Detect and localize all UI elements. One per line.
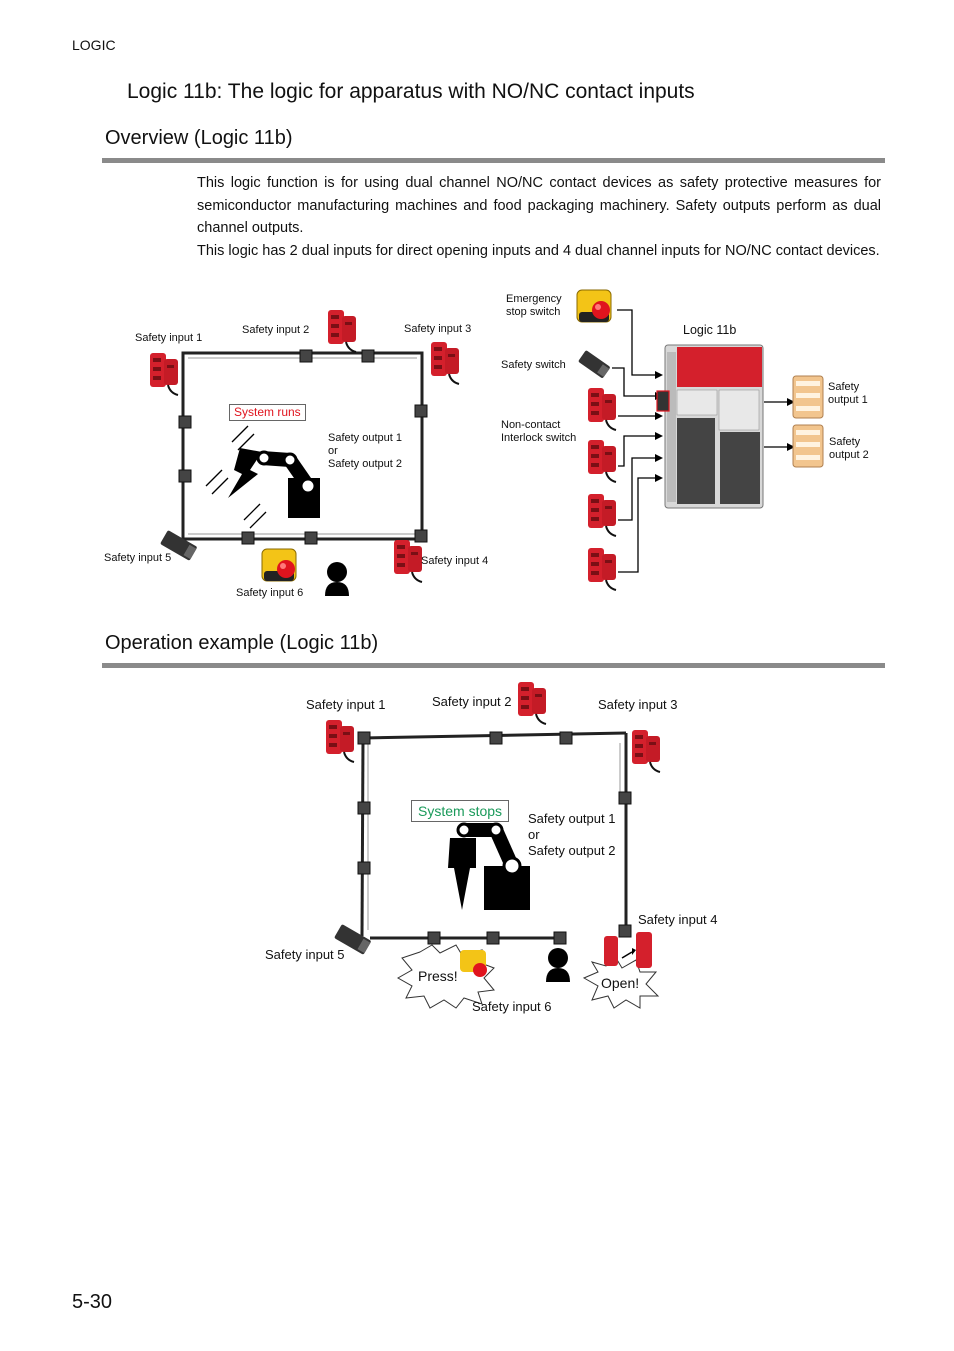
operation-heading: Operation example (Logic 11b) [105,632,379,654]
system-runs-status: System runs [229,404,306,421]
section-header-label: LOGIC [72,37,116,53]
ov-output-or: or [328,445,338,457]
ov-output-block: Safety output 1 or Safety output 2 [328,432,402,471]
op-output-line2: Safety output 2 [528,843,616,858]
page-number: 5-30 [72,1291,113,1313]
ov-out2-label: Safety output 2 [829,436,869,462]
safety-input-5-switch [160,530,197,561]
overview-body: This logic function is for using dual ch… [197,172,881,262]
ov-output-line2: Safety output 2 [328,458,402,470]
overview-rule [102,158,885,163]
ov-label-input-2: Safety input 2 [242,324,310,336]
system-stops-status: System stops [411,800,510,822]
ov-noncontact-line2: Interlock switch [501,432,577,444]
page-title: Logic 11b: The logic for apparatus with … [127,80,695,103]
ov-label-input-5: Safety input 5 [104,552,172,564]
op-output-block: Safety output 1 or Safety output 2 [528,811,615,859]
wiring-lines [612,309,787,573]
op-operator-person-icon [546,948,570,982]
open-label: Open! [601,975,640,991]
operation-rule [102,663,885,668]
op-input-3-switch [631,729,661,773]
op-output-or: or [528,827,540,842]
ov-out1-label: Safety output 1 [828,381,868,407]
ov-label-input-3: Safety input 3 [404,323,472,335]
op-label-input-4: Safety input 4 [638,912,718,927]
op-label-input-3: Safety input 3 [598,697,678,712]
overview-paragraph-2: This logic has 2 dual inputs for direct … [197,242,880,259]
ov-estop-label: Emergency stop switch [506,293,562,319]
ov-noncontact-line1: Non-contact [501,419,561,431]
overview-heading: Overview (Logic 11b) [105,127,293,149]
op-label-input-6: Safety input 6 [472,999,552,1014]
ov-label-input-1: Safety input 1 [135,332,203,344]
op-robot-arm-icon [448,822,530,910]
ov-controller-label: Logic 11b [683,323,737,337]
ov-out2-line2: output 2 [829,449,869,461]
op-input-5-switch [334,924,371,955]
ov-label-input-6: Safety input 6 [236,587,304,599]
logic-11b-controller [656,344,764,509]
ov-out1-line2: output 1 [828,394,868,406]
ov-estop-line1: Emergency [506,293,562,305]
robot-arm-icon [205,425,320,529]
overview-paragraph-1: This logic function is for using dual ch… [197,175,881,236]
op-output-line1: Safety output 1 [528,811,616,826]
op-label-input-2: Safety input 2 [432,694,512,709]
ov-safety-switch-label: Safety switch [501,359,566,371]
ov-out2-line1: Safety [829,436,861,448]
op-label-input-5: Safety input 5 [265,947,345,962]
press-label: Press! [418,968,458,984]
ov-estop-line2: stop switch [506,306,561,318]
ov-output-line1: Safety output 1 [328,432,402,444]
ov-label-input-4: Safety input 4 [421,555,489,567]
ov-noncontact-label: Non-contact Interlock switch [501,419,576,445]
safety-switch-device [578,350,610,378]
op-input-2-switch [517,681,547,725]
op-input-1-switch [325,719,355,763]
op-input-4-switch-open [604,932,652,968]
fence-operation [360,731,628,940]
ov-out1-line1: Safety [828,381,860,393]
op-label-input-1: Safety input 1 [306,697,386,712]
